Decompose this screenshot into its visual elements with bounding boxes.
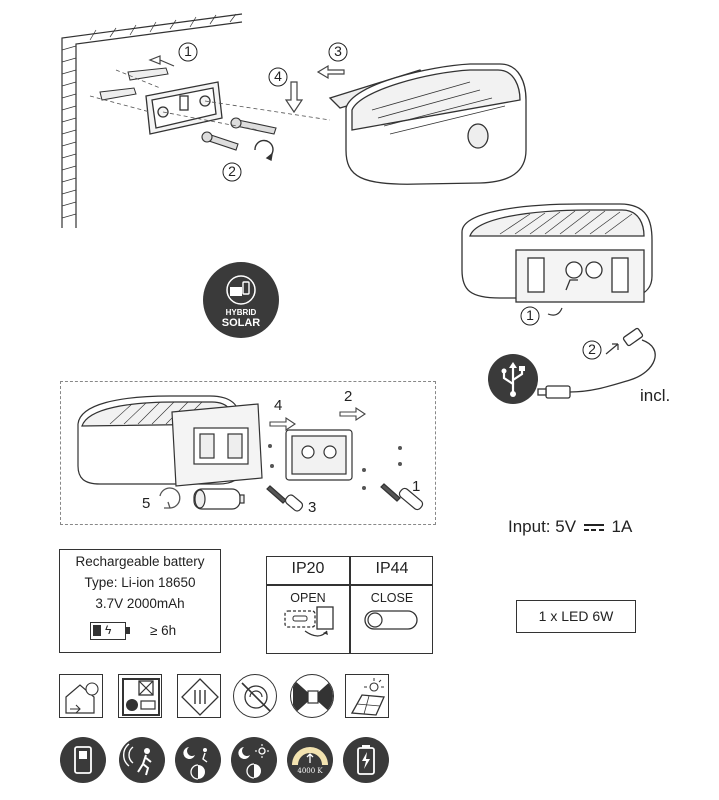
ip44-label: IP44 <box>375 560 409 577</box>
led-spec-label: 1 x LED 6W <box>538 608 614 624</box>
lamp-top <box>328 63 527 185</box>
port-closed-icon <box>364 610 418 630</box>
battery-type: Type: Li-ion 18650 <box>84 575 196 590</box>
battery-info-box: Rechargeable battery Type: Li-ion 18650 … <box>59 549 221 653</box>
usb-badge <box>488 354 538 404</box>
battery-cover-plate <box>285 429 353 481</box>
input-current: 1A <box>611 517 633 536</box>
mount-step-2: 2 <box>228 163 236 179</box>
cable-included-label: incl. <box>640 386 671 405</box>
charge-arrows <box>547 307 619 355</box>
screwdrivers <box>266 483 424 512</box>
switch-icon <box>60 737 106 783</box>
beam-angle-icon <box>290 674 334 718</box>
wall <box>61 13 243 228</box>
battery-diagram-frame <box>60 381 436 525</box>
charge-step-circles <box>520 306 602 360</box>
mount-step-3: 3 <box>334 43 342 59</box>
mount-step-4: 4 <box>274 68 282 84</box>
screws <box>201 117 277 151</box>
badge-line2: SOLAR <box>221 317 261 329</box>
not-for-bathroom-icon <box>118 674 162 718</box>
battery-step-3: 3 <box>308 499 317 516</box>
dusk-dawn-sensor-icon <box>175 737 221 783</box>
battery-rating: 3.7V 2000mAh <box>95 596 185 611</box>
battery-step-1: 1 <box>412 478 421 495</box>
color-temperature-icon: 4000 K <box>287 737 333 783</box>
close-label: CLOSE <box>370 591 414 605</box>
input-voltage: Input: 5V <box>508 517 577 536</box>
mount-step-numbers <box>178 42 348 182</box>
rotate-arrow <box>254 139 274 162</box>
lamp-bottom-view <box>461 203 653 303</box>
wall-plugs <box>99 67 169 101</box>
charge-step-2: 2 <box>588 341 596 357</box>
charge-step-1: 1 <box>526 307 534 323</box>
cct-label: 4000 K <box>297 767 323 775</box>
hybrid-solar-badge: HYBRID SOLAR <box>203 262 279 338</box>
lamp-open-view <box>77 395 263 487</box>
solar-panel-icon <box>345 674 389 718</box>
battery-cell <box>193 488 245 510</box>
day-night-icon <box>231 737 277 783</box>
input-spec: Input: 5V 1A <box>508 517 632 537</box>
usb-cable <box>537 327 656 399</box>
solar-cycle-icon <box>226 275 256 305</box>
step-arrows <box>148 55 345 114</box>
small-screws <box>268 444 402 490</box>
motion-sensor-icon <box>119 737 165 783</box>
battery-arrows <box>269 406 366 432</box>
battery-step-2: 2 <box>344 388 353 405</box>
battery-step-5: 5 <box>142 495 151 512</box>
usb-icon <box>501 362 525 397</box>
no-dimming-icon <box>233 674 277 718</box>
ip-rating-table: IP20 IP44 OPEN CLOSE <box>266 556 433 654</box>
battery-charging-icon: ϟ <box>90 622 130 640</box>
battery-runtime: ≥ 6h <box>150 623 177 638</box>
dc-symbol-icon <box>583 523 604 533</box>
rotate-icon <box>159 487 181 509</box>
open-label: OPEN <box>290 591 326 605</box>
battery-icon <box>343 737 389 783</box>
badge-line1: HYBRID <box>225 308 257 317</box>
battery-step-4: 4 <box>274 397 283 414</box>
battery-title: Rechargeable battery <box>75 554 205 569</box>
indoor-outdoor-icon <box>59 674 103 718</box>
protection-class-iii-icon <box>177 674 221 718</box>
port-open-icon <box>284 606 334 637</box>
led-spec-box: 1 x LED 6W <box>516 600 636 633</box>
mount-step-1: 1 <box>184 43 192 59</box>
ip20-label: IP20 <box>291 560 325 577</box>
